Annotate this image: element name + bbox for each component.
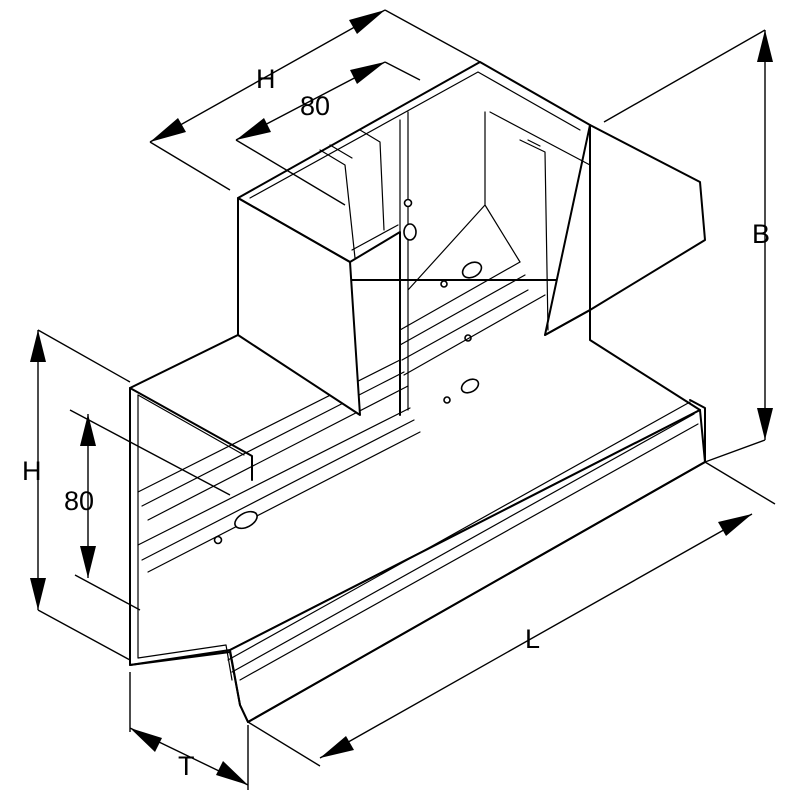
dim-l-label: L	[525, 624, 540, 654]
main-duct-end-profile	[129, 387, 249, 723]
dim-top-h: H	[149, 9, 481, 191]
dim-t-label: T	[178, 751, 195, 781]
dim-t: T	[129, 672, 249, 790]
dim-l: L	[247, 461, 776, 767]
dim-side-h-label: H	[22, 456, 42, 486]
rail-lower	[137, 407, 421, 573]
dim-side-80: 80	[64, 409, 231, 611]
main-duct	[129, 279, 706, 723]
branch-duct	[237, 61, 706, 416]
dim-b-label: B	[752, 219, 770, 249]
dim-top-80-label: 80	[300, 91, 330, 121]
front-lip	[227, 401, 699, 681]
dim-top-80: 80	[235, 61, 421, 206]
slot-hole	[234, 510, 258, 530]
dim-side-80-label: 80	[64, 486, 94, 516]
branch-right-face	[544, 124, 706, 336]
dim-side-h: H	[22, 329, 131, 661]
dim-top-h-label: H	[256, 64, 276, 94]
branch-inner-wall	[399, 111, 521, 416]
dim-b: B	[603, 29, 773, 463]
